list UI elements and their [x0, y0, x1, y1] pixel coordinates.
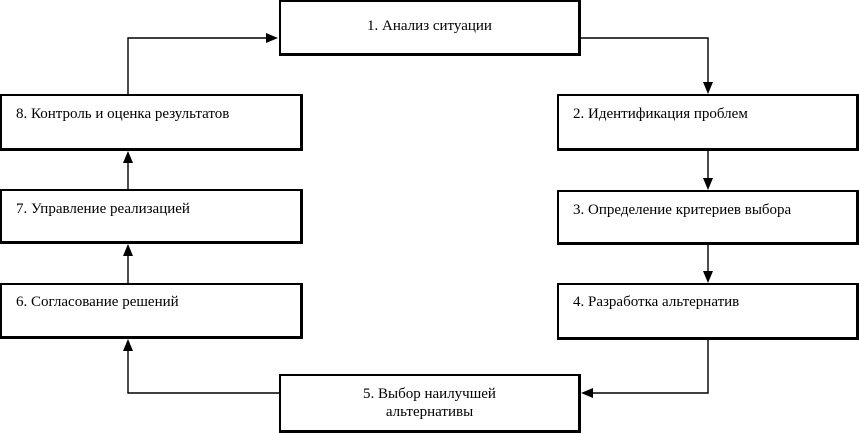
step-8-label: 8. Контроль и оценка результатов — [16, 106, 230, 122]
arrowhead-3-to-4 — [703, 271, 713, 283]
step-3-box: 3. Определение критериев выбора — [557, 190, 859, 245]
step-6-box: 6. Согласование решений — [0, 283, 303, 339]
step-5-box: 5. Выбор наилучшей альтернативы — [279, 374, 581, 433]
step-2-label: 2. Идентификация проблем — [573, 106, 748, 122]
step-5-label-line2: альтернативы — [385, 404, 474, 420]
step-7-box: 7. Управление реализацией — [0, 189, 303, 244]
step-7-label: 7. Управление реализацией — [16, 201, 190, 217]
arrow-4-to-5 — [589, 340, 709, 394]
arrow-5-to-6 — [127, 347, 279, 394]
step-8-box: 8. Контроль и оценка результатов — [0, 94, 303, 151]
step-4-label: 4. Разработка альтернатив — [573, 294, 740, 310]
step-4-box: 4. Разработка альтернатив — [557, 283, 859, 340]
arrowhead-5-to-6 — [123, 339, 133, 351]
arrowhead-4-to-5 — [581, 388, 593, 398]
step-5-label-line1: 5. Выбор наилучшей — [363, 386, 496, 402]
arrowhead-8-to-1 — [266, 33, 278, 43]
arrowhead-6-to-7 — [123, 244, 133, 256]
arrowhead-7-to-8 — [123, 151, 133, 163]
step-3-label: 3. Определение критериев выбора — [573, 202, 792, 218]
step-2-box: 2. Идентификация проблем — [557, 94, 859, 151]
arrowhead-2-to-3 — [703, 178, 713, 190]
step-6-label: 6. Согласование решений — [16, 294, 179, 310]
arrow-8-to-1 — [127, 37, 270, 94]
step-1-label: 1. Анализ ситуации — [367, 18, 492, 34]
arrow-1-to-2 — [579, 37, 709, 86]
arrowhead-1-to-2 — [703, 82, 713, 94]
step-1-box: 1. Анализ ситуации — [279, 0, 581, 56]
